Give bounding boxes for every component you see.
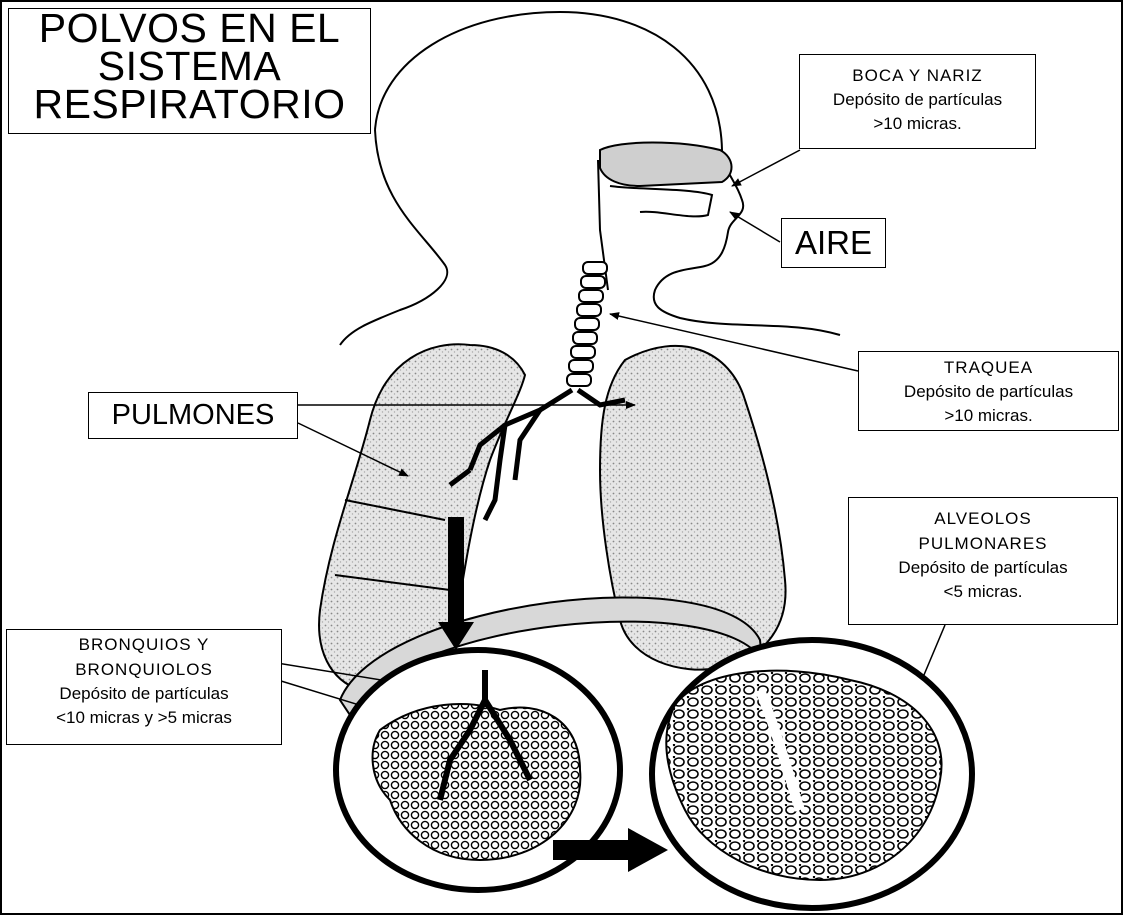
boca-line-1: Depósito de partículas — [800, 88, 1035, 112]
alveolos-label: ALVEOLOS PULMONARES Depósito de partícul… — [848, 497, 1118, 625]
bronquios-heading-2: BRONQUIOLOS — [7, 657, 281, 682]
alveoli-magnified — [652, 640, 972, 908]
nasal-cavity — [598, 143, 732, 291]
aire-label: AIRE — [781, 218, 886, 268]
bronquios-heading-1: BRONQUIOS Y — [7, 632, 281, 657]
bronquios-line-2: <10 micras y >5 micras — [7, 706, 281, 730]
title-line-1: POLVOS EN EL — [9, 9, 370, 47]
title-line-3: RESPIRATORIO — [9, 85, 370, 123]
boca-line-2: >10 micras. — [800, 112, 1035, 136]
traquea-line-1: Depósito de partículas — [859, 380, 1118, 404]
alveolos-line-2: <5 micras. — [849, 580, 1117, 604]
alveolos-line-1: Depósito de partículas — [849, 556, 1117, 580]
traquea-label: TRAQUEA Depósito de partículas >10 micra… — [858, 351, 1119, 431]
traquea-heading: TRAQUEA — [859, 355, 1118, 380]
bronquios-line-1: Depósito de partículas — [7, 682, 281, 706]
boca-heading: BOCA Y NARIZ — [800, 63, 1035, 88]
trachea — [567, 262, 607, 386]
alveolos-heading-1: ALVEOLOS — [849, 506, 1117, 531]
boca-nariz-label: BOCA Y NARIZ Depósito de partículas >10 … — [799, 54, 1036, 149]
alveolos-heading-2: PULMONARES — [849, 531, 1117, 556]
title-line-2: SISTEMA — [9, 47, 370, 85]
bronquios-label: BRONQUIOS Y BRONQUIOLOS Depósito de part… — [6, 629, 282, 745]
diagram-title: POLVOS EN EL SISTEMA RESPIRATORIO — [8, 8, 371, 134]
pulmones-label: PULMONES — [88, 392, 298, 439]
traquea-line-2: >10 micras. — [859, 404, 1118, 428]
